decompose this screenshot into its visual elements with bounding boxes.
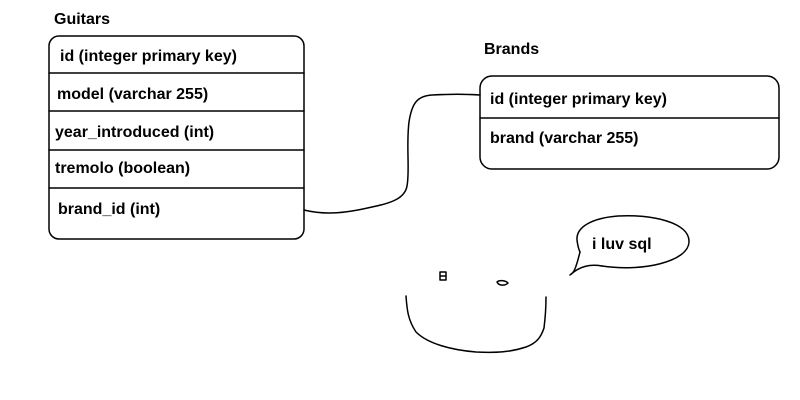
speech-bubble-body [576, 214, 690, 269]
brands-table-box [479, 75, 780, 170]
mouth-icon [405, 295, 547, 354]
guitars-table: Guitars id (integer primary key) model (… [48, 11, 305, 240]
speech-bubble-tail [569, 251, 603, 276]
doodle-face [405, 271, 547, 354]
guitars-field-tremolo: tremolo (boolean) [55, 160, 190, 177]
brands-field-id: id (integer primary key) [490, 91, 667, 108]
brands-table: Brands id (integer primary key) brand (v… [479, 41, 780, 170]
right-eye-icon [496, 279, 509, 286]
brands-field-brand: brand (varchar 255) [490, 130, 639, 147]
guitars-table-box [48, 35, 305, 240]
speech-bubble: i luv sql [569, 214, 690, 276]
speech-bubble-text: i luv sql [592, 236, 652, 253]
brands-table-title: Brands [484, 41, 539, 58]
guitars-field-brand-id: brand_id (int) [58, 201, 160, 218]
guitars-field-id: id (integer primary key) [60, 48, 237, 65]
left-eye-icon [439, 271, 447, 281]
brand-id-to-brand-relation-line [303, 93, 481, 214]
guitars-field-model: model (varchar 255) [57, 86, 208, 103]
guitars-table-title: Guitars [54, 11, 110, 28]
guitars-field-year-introduced: year_introduced (int) [55, 124, 214, 141]
